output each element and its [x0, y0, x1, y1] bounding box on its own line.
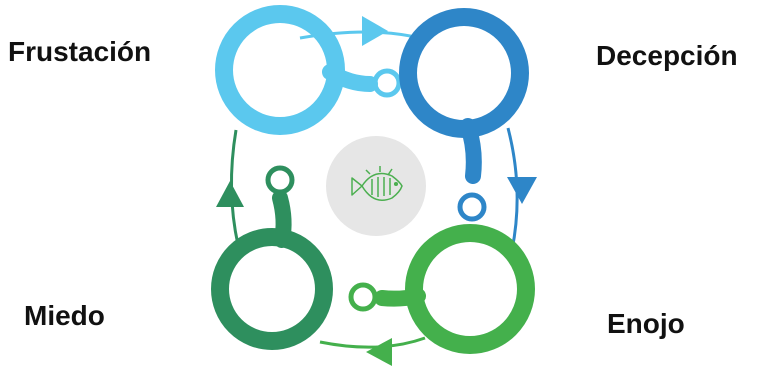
- arrow-up-icon: [216, 181, 244, 207]
- stage-node-top-left: [215, 5, 402, 135]
- stage-label-decepcion: Decepción: [596, 40, 738, 71]
- arc-bottom: [319, 336, 426, 349]
- stage-node-bottom-right: [348, 224, 535, 354]
- arrow-right-icon: [362, 16, 388, 46]
- stage-label-miedo: Miedo: [24, 300, 105, 331]
- stage-node-bottom-left: [211, 165, 333, 350]
- stage-label-enojo: Enojo: [607, 308, 685, 339]
- cycle-arrows: [216, 16, 537, 366]
- arrow-left-icon: [366, 338, 392, 366]
- stage-node-top-right: [399, 8, 529, 222]
- arrow-down-icon: [507, 177, 537, 204]
- stage-label-frustracion: Frustación: [8, 36, 152, 67]
- center-hub: [326, 136, 426, 236]
- fish-icon: [351, 166, 403, 201]
